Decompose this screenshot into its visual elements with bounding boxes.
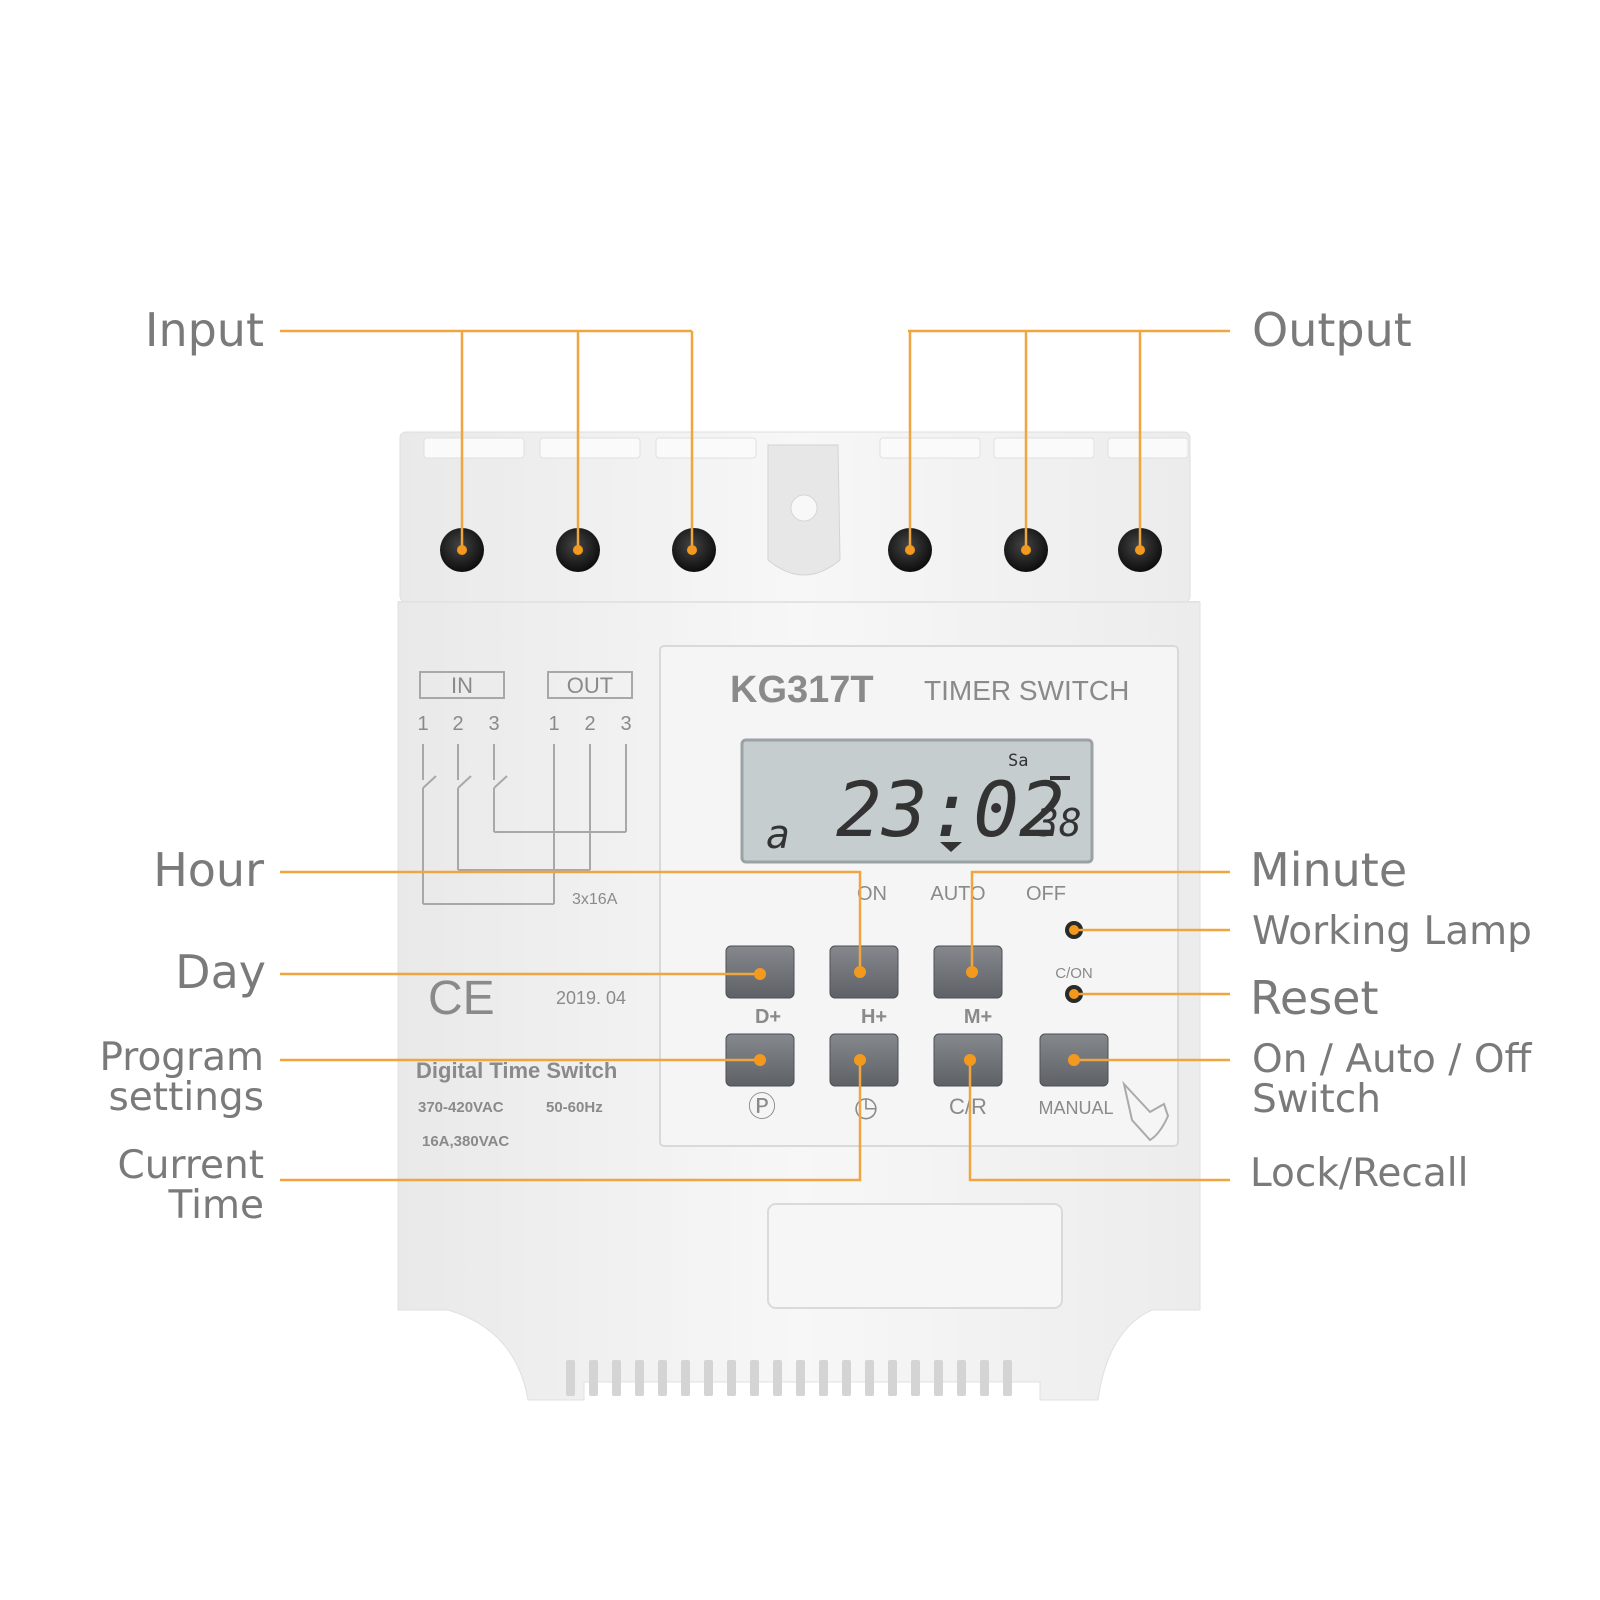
hour-label: Hour <box>153 843 264 897</box>
current-time-line2: Time <box>168 1183 264 1228</box>
description-label: Digital Time Switch <box>416 1058 617 1083</box>
mode-off-label: OFF <box>1026 883 1066 905</box>
date-label: 2019. 04 <box>556 988 626 1008</box>
in-terminal-2: 2 <box>452 713 463 735</box>
lcd-seconds: 38 <box>1035 801 1082 845</box>
reset-label: Reset <box>1250 971 1379 1025</box>
in-box-label: IN <box>451 673 473 698</box>
current-time-label: Current Time <box>118 1146 264 1226</box>
output-label: Output <box>1252 303 1412 357</box>
working-lamp-label: Working Lamp <box>1252 909 1532 954</box>
minute-label: Minute <box>1250 843 1408 897</box>
day-label: Day <box>175 945 266 999</box>
program-settings-label: Program settings <box>99 1038 264 1118</box>
minute-button-label: M+ <box>964 1006 992 1028</box>
on-auto-off-line2: Switch <box>1252 1077 1381 1122</box>
c-on-label: C/ON <box>1055 965 1093 982</box>
hour-button-label: H+ <box>861 1006 887 1028</box>
program-settings-line1: Program <box>99 1035 264 1080</box>
lcd-display <box>740 738 1094 864</box>
device-markings: IN OUT 1 2 3 1 2 3 3x16A CE 2019. 04 Dig… <box>416 669 1129 1150</box>
lcd-left-symbol: a <box>766 812 790 858</box>
program-button-label: Ⓟ <box>748 1091 776 1122</box>
rating-label: 3x16A <box>572 891 618 908</box>
out-terminal-3: 3 <box>620 713 631 735</box>
lock-recall-button-label: C/R <box>949 1094 987 1119</box>
ce-mark: CE <box>428 972 495 1025</box>
mode-on-label: ON <box>857 883 887 905</box>
lcd-day-code: Sa <box>1008 751 1028 771</box>
frequency-label: 50-60Hz <box>546 1099 603 1116</box>
manual-button-label: MANUAL <box>1038 1098 1113 1118</box>
model-label: KG317T <box>730 669 874 711</box>
on-auto-off-label: On / Auto / Off Switch <box>1252 1040 1531 1120</box>
input-label: Input <box>144 303 264 357</box>
out-terminal-1: 1 <box>548 713 559 735</box>
callout-dots <box>457 545 1145 1066</box>
mode-auto-label: AUTO <box>930 883 985 905</box>
out-box-label: OUT <box>567 673 613 698</box>
product-label: TIMER SWITCH <box>924 675 1129 706</box>
leader-lines <box>280 329 1230 1182</box>
current-rating-label: 16A,380VAC <box>422 1133 509 1150</box>
day-button-label: D+ <box>755 1006 781 1028</box>
terminal-block <box>399 431 1191 603</box>
lock-recall-label: Lock/Recall <box>1250 1151 1469 1196</box>
clock-button-label: ◷ <box>854 1091 878 1122</box>
lcd-time: 23:02 <box>836 765 1065 854</box>
current-time-line1: Current <box>117 1143 264 1188</box>
hand-pointer-icon <box>1122 1080 1170 1142</box>
program-settings-line2: settings <box>108 1075 264 1120</box>
in-terminal-3: 3 <box>488 713 499 735</box>
voltage-label: 370-420VAC <box>418 1099 504 1116</box>
wiring-schematic <box>419 671 633 905</box>
out-terminal-2: 2 <box>584 713 595 735</box>
in-terminal-1: 1 <box>417 713 428 735</box>
on-auto-off-line1: On / Auto / Off <box>1252 1037 1532 1082</box>
